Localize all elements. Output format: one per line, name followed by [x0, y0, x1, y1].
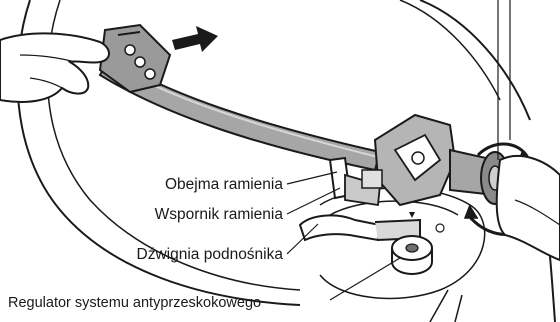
- lift-lever-label: Dźwignia podnośnika: [137, 246, 284, 263]
- hand-right: [497, 156, 560, 260]
- anti-skating-label: Regulator systemu antyprzeskokowego: [8, 295, 261, 311]
- arm-rest-label: Wspornik ramienia: [155, 206, 284, 223]
- arm-clamp-label: Obejma ramienia: [165, 176, 283, 193]
- decorative-lines: [430, 290, 462, 322]
- arrow-right-icon: [172, 26, 218, 52]
- lift-lever: [300, 215, 420, 240]
- anti-skating-knob: [392, 236, 432, 274]
- tonearm-pivot: [375, 115, 509, 205]
- hand-left: [0, 33, 109, 101]
